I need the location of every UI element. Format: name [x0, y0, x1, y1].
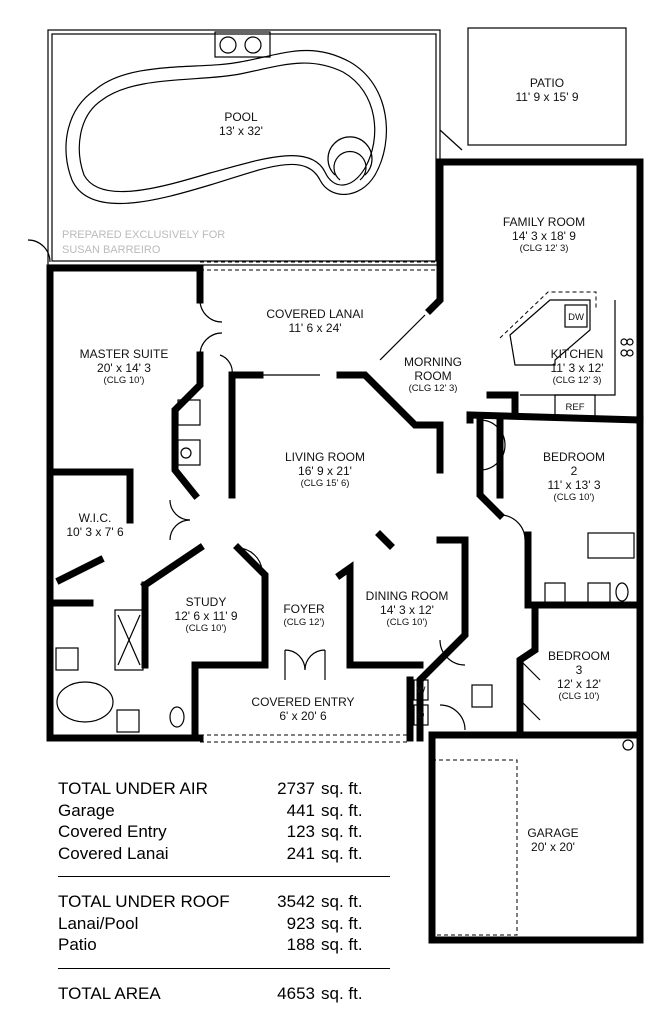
room-family-room: FAMILY ROOM 14' 3 x 18' 9 (CLG 12' 3): [503, 215, 585, 254]
svg-text:(CLG 12'): (CLG 12'): [284, 617, 325, 628]
svg-text:(CLG 10'): (CLG 10'): [387, 617, 428, 628]
svg-text:SUSAN BARREIRO: SUSAN BARREIRO: [62, 244, 161, 256]
doors[interactable]: [169, 299, 541, 731]
watermark: PREPARED EXCLUSIVELY FOR SUSAN BARREIRO: [62, 229, 225, 256]
svg-text:11' 6 x 24': 11' 6 x 24': [288, 321, 341, 335]
kitchen-counter: [499, 291, 634, 418]
interior-walls: [46, 264, 644, 742]
svg-text:COVERED ENTRY: COVERED ENTRY: [251, 695, 354, 709]
room-patio: PATIO 11' 9 x 15' 9: [515, 76, 578, 104]
pool-enclosure: [27, 29, 463, 266]
svg-text:(CLG 10'): (CLG 10'): [104, 375, 145, 386]
room-bedroom-2: BEDROOM 2 11' x 13' 3 (CLG 10'): [543, 450, 605, 503]
divider: [58, 876, 390, 877]
svg-text:FAMILY ROOM: FAMILY ROOM: [503, 215, 585, 229]
svg-text:14' 3 x 18' 9: 14' 3 x 18' 9: [512, 229, 576, 243]
svg-text:PREPARED EXCLUSIVELY FOR: PREPARED EXCLUSIVELY FOR: [62, 229, 225, 241]
svg-text:LIVING ROOM: LIVING ROOM: [285, 450, 365, 464]
svg-text:KITCHEN: KITCHEN: [551, 347, 604, 361]
room-covered-lanai: COVERED LANAI 11' 6 x 24': [266, 307, 363, 335]
room-living-room: LIVING ROOM 16' 9 x 21' (CLG 15' 6): [285, 450, 365, 489]
svg-text:10' 3 x 7' 6: 10' 3 x 7' 6: [66, 525, 124, 539]
svg-text:11' 3 x 12': 11' 3 x 12': [550, 361, 603, 375]
room-morning-room: MORNING ROOM (CLG 12' 3): [404, 355, 462, 394]
room-wic: W.I.C. 10' 3 x 7' 6: [66, 511, 124, 539]
svg-text:(CLG 12' 3): (CLG 12' 3): [553, 375, 602, 386]
svg-text:(CLG 12' 3): (CLG 12' 3): [520, 243, 569, 254]
svg-text:BEDROOM: BEDROOM: [543, 450, 605, 464]
svg-text:POOL: POOL: [224, 110, 258, 124]
svg-text:BEDROOM: BEDROOM: [548, 649, 610, 663]
svg-text:6' x 20' 6: 6' x 20' 6: [279, 709, 327, 723]
svg-text:11' 9 x 15' 9: 11' 9 x 15' 9: [515, 90, 578, 104]
garage-parking-outline: [431, 759, 518, 936]
dryer-label: D: [418, 710, 425, 721]
svg-text:11' x 13' 3: 11' x 13' 3: [547, 478, 600, 492]
room-kitchen: KITCHEN 11' 3 x 12' (CLG 12' 3): [550, 347, 603, 386]
svg-text:16' 9 x 21': 16' 9 x 21': [298, 464, 352, 478]
svg-text:MORNING: MORNING: [404, 355, 462, 369]
svg-text:(CLG 10'): (CLG 10'): [554, 492, 595, 503]
bath-fixtures: [55, 399, 635, 751]
patio-outline: [467, 27, 627, 146]
room-covered-entry: COVERED ENTRY 6' x 20' 6: [251, 695, 354, 723]
svg-text:14' 3 x 12': 14' 3 x 12': [380, 603, 434, 617]
svg-text:3: 3: [576, 663, 583, 677]
svg-text:ROOM: ROOM: [414, 369, 451, 383]
svg-text:(CLG 10'): (CLG 10'): [559, 691, 600, 702]
svg-text:COVERED LANAI: COVERED LANAI: [266, 307, 363, 321]
room-study: STUDY 12' 6 x 11' 9 (CLG 10'): [174, 595, 237, 634]
planters: [214, 31, 271, 58]
svg-text:PATIO: PATIO: [530, 76, 564, 90]
svg-text:(CLG 12' 3): (CLG 12' 3): [409, 383, 458, 394]
room-master-suite: MASTER SUITE 20' x 14' 3 (CLG 10'): [80, 347, 169, 386]
svg-text:DINING ROOM: DINING ROOM: [366, 589, 449, 603]
sliding-door: [379, 314, 426, 361]
room-dining-room: DINING ROOM 14' 3 x 12' (CLG 10'): [366, 589, 449, 628]
washer-label: W: [417, 685, 426, 696]
svg-text:W.I.C.: W.I.C.: [79, 511, 112, 525]
svg-text:20' x 20': 20' x 20': [531, 840, 575, 854]
svg-text:(CLG 15' 6): (CLG 15' 6): [301, 478, 350, 489]
divider: [58, 967, 390, 969]
svg-text:12' 6 x 11' 9: 12' 6 x 11' 9: [174, 609, 237, 623]
room-pool: POOL 13' x 32': [219, 110, 263, 138]
room-garage: GARAGE 20' x 20': [527, 826, 578, 854]
dishwasher-label: DW: [568, 312, 584, 323]
svg-text:(CLG 10'): (CLG 10'): [186, 623, 227, 634]
svg-text:GARAGE: GARAGE: [527, 826, 578, 840]
room-bedroom-3: BEDROOM 3 12' x 12' (CLG 10'): [548, 649, 610, 702]
svg-text:FOYER: FOYER: [283, 602, 325, 616]
refrigerator-label: REF: [566, 402, 585, 413]
svg-text:STUDY: STUDY: [186, 595, 227, 609]
room-foyer: FOYER (CLG 12'): [283, 602, 325, 628]
svg-text:2: 2: [571, 464, 578, 478]
pool-shape: [65, 49, 387, 205]
svg-text:20' x 14' 3: 20' x 14' 3: [97, 361, 151, 375]
svg-text:13' x 32': 13' x 32': [219, 124, 263, 138]
svg-text:MASTER SUITE: MASTER SUITE: [80, 347, 169, 361]
svg-text:12' x 12': 12' x 12': [557, 677, 601, 691]
